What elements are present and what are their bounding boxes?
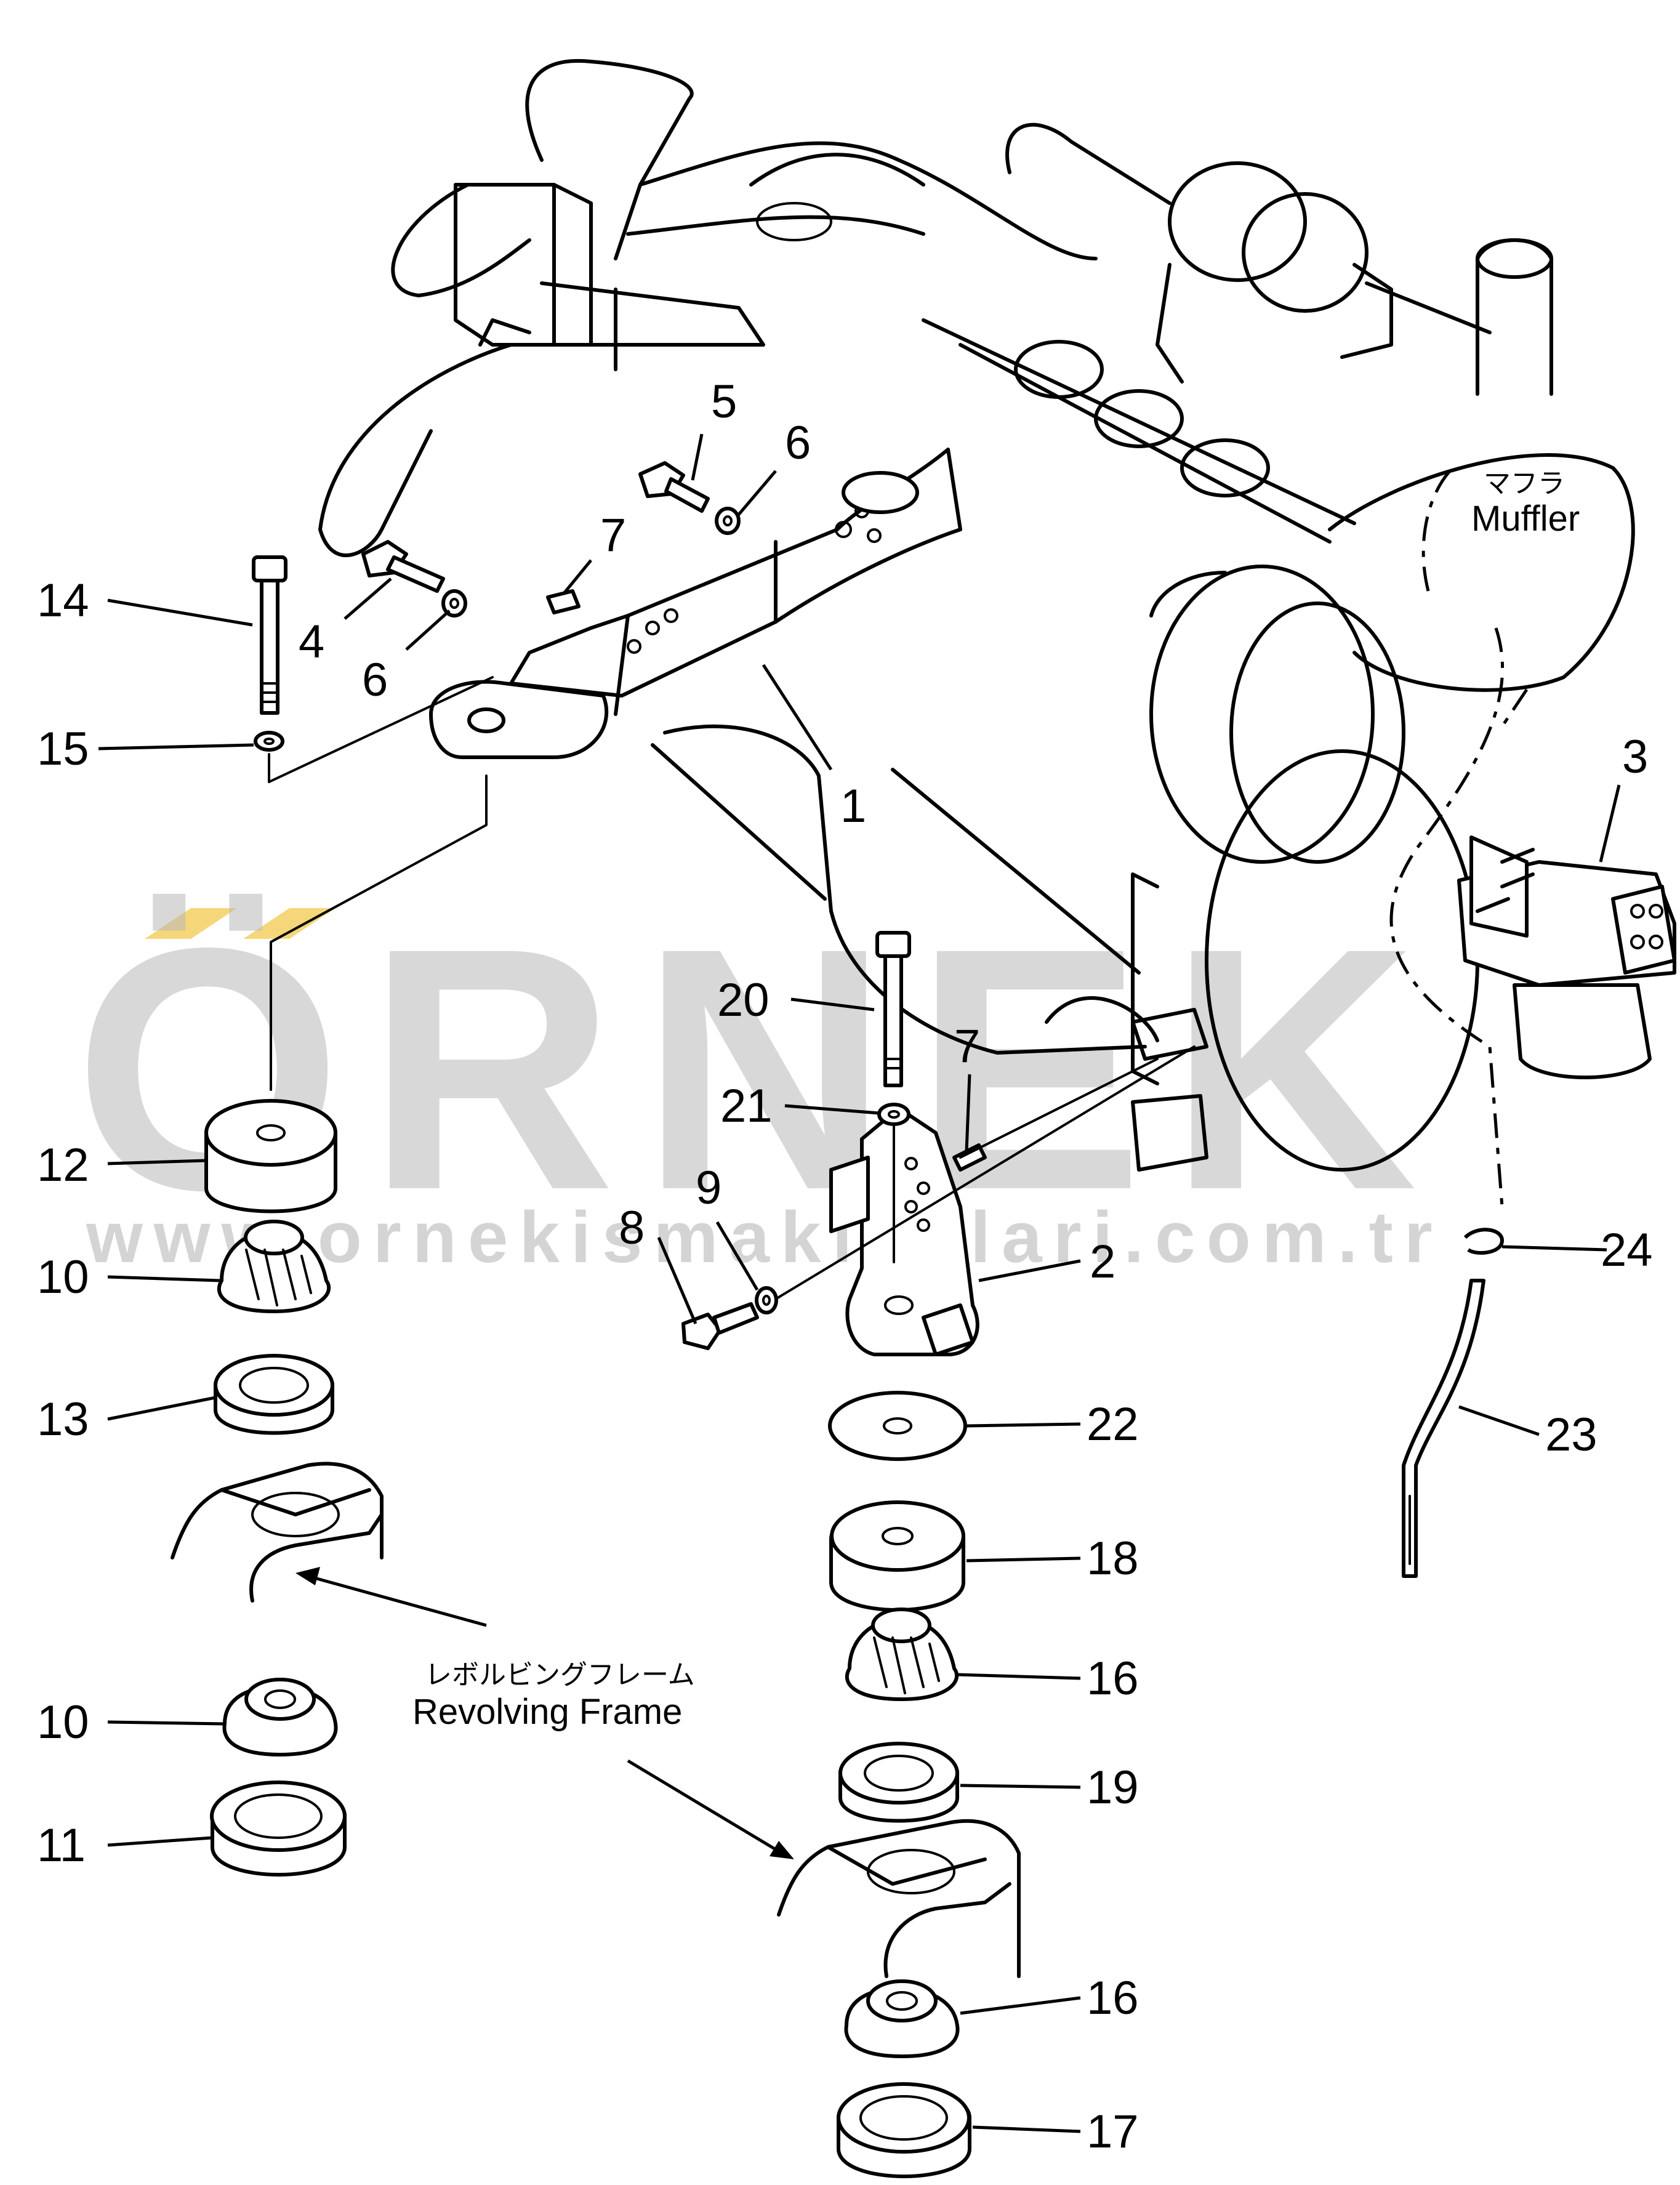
part-label: 17 bbox=[1087, 2106, 1139, 2158]
washer-6-left-icon bbox=[441, 589, 467, 618]
part-label: 15 bbox=[37, 723, 89, 775]
arrow-up-left-icon bbox=[295, 1567, 320, 1585]
part-label: 21 bbox=[720, 1080, 773, 1132]
part-labels: 1 2 3 4 5 6 6 7 7 8 9 10 10 11 12 13 14 … bbox=[37, 376, 1653, 2158]
pin-7-upper-icon bbox=[546, 589, 581, 614]
part-label: 20 bbox=[717, 974, 770, 1026]
washer-21-icon bbox=[877, 1103, 910, 1126]
muffler-caption-en: Muffler bbox=[1471, 499, 1580, 539]
arrow-down-right-icon bbox=[770, 1841, 794, 1859]
part-label: 10 bbox=[37, 1251, 89, 1303]
washer-6-right-icon bbox=[715, 507, 741, 535]
watermark-accent-right bbox=[243, 908, 336, 939]
part-label: 4 bbox=[299, 616, 324, 668]
engine-assembly bbox=[318, 58, 1635, 1207]
part-label: 11 bbox=[37, 1819, 86, 1872]
part-label: 6 bbox=[362, 654, 388, 706]
part-label: 13 bbox=[37, 1393, 89, 1446]
part-label: 2 bbox=[1090, 1236, 1115, 1288]
part-label: 14 bbox=[37, 574, 89, 627]
captions: マフラ Muffler レボルビングフレーム Revolving Frame bbox=[412, 468, 1580, 1732]
part-label: 16 bbox=[1087, 1652, 1139, 1705]
part-label: 19 bbox=[1087, 1761, 1139, 1814]
part-label: 7 bbox=[600, 509, 626, 561]
part-label: 10 bbox=[37, 1696, 89, 1748]
muffler-caption-jp: マフラ bbox=[1484, 468, 1565, 499]
bolt-14-icon bbox=[252, 555, 287, 582]
part-label: 22 bbox=[1087, 1398, 1139, 1451]
bolt-8-icon bbox=[681, 1313, 722, 1350]
center-mount-stack bbox=[777, 1391, 1021, 2178]
part-label: 3 bbox=[1622, 731, 1648, 783]
part-label: 8 bbox=[619, 1202, 645, 1254]
part-label: 6 bbox=[785, 417, 811, 469]
revolving-frame-caption-en: Revolving Frame bbox=[412, 1692, 682, 1732]
part-label: 5 bbox=[711, 376, 737, 428]
bolt-20-icon bbox=[875, 931, 911, 958]
part-label: 9 bbox=[696, 1162, 721, 1214]
watermark-accent-left bbox=[145, 908, 237, 939]
right-mount bbox=[1457, 835, 1676, 1079]
revolving-frame-caption-jp: レボルビングフレーム bbox=[425, 1659, 695, 1691]
washer-15-icon bbox=[254, 731, 284, 752]
part-label: 1 bbox=[840, 780, 866, 832]
pin-7-lower-icon bbox=[952, 1143, 987, 1172]
watermark: ÖRNEK www.ornekismakinalari.com.tr bbox=[74, 876, 1433, 1278]
part-label: 12 bbox=[37, 1139, 89, 1191]
part-label: 23 bbox=[1545, 1409, 1598, 1461]
washer-9-icon bbox=[755, 1286, 778, 1314]
part-label: 18 bbox=[1087, 1532, 1139, 1585]
left-mount-stack bbox=[171, 1099, 384, 1877]
front-bracket bbox=[429, 448, 962, 759]
part-label: 16 bbox=[1087, 1972, 1139, 2024]
part-label: 24 bbox=[1601, 1224, 1653, 1276]
clamp-24-icon bbox=[1463, 1228, 1504, 1255]
hardware bbox=[252, 461, 1504, 1578]
hose-23-icon bbox=[1402, 1279, 1485, 1578]
plate-22-icon bbox=[828, 1391, 967, 1461]
leader-lines bbox=[98, 433, 1621, 2133]
part-label: 7 bbox=[954, 1020, 980, 1072]
rear-bracket bbox=[829, 1106, 979, 1356]
